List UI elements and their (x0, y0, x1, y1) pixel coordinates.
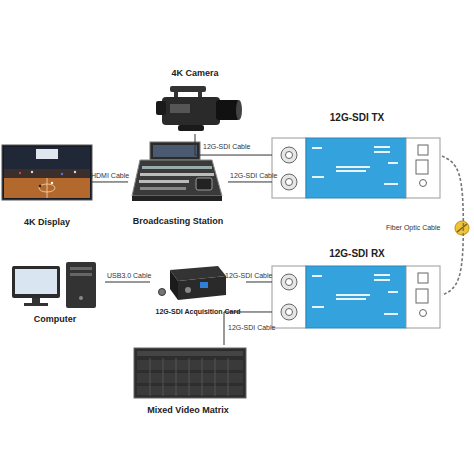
device-node: Broadcasting Station (128, 140, 228, 226)
sdi-cable (105, 282, 150, 283)
fiber-connector-symbol (455, 221, 469, 235)
computer-illustration (12, 262, 96, 308)
device-node: 4K Display (2, 145, 92, 227)
node-label: 4K Camera (171, 68, 218, 78)
capture-card-illustration (159, 266, 227, 300)
device-node: 12G-SDI TX (272, 112, 442, 200)
node-label: 4K Display (24, 217, 70, 227)
node-label: Computer (34, 314, 77, 324)
device-node: 12G-SDI Acquisition Card (150, 260, 246, 316)
cable-label: Fiber Optic Cable (386, 224, 440, 231)
cable-label: 12G-SDI Cable (225, 272, 272, 279)
device-node: Computer (5, 260, 105, 324)
sdi-cable (246, 281, 272, 282)
cable-label: HDMI Cable (91, 172, 129, 179)
device-node: 12G-SDI RX (272, 248, 442, 334)
cable-label: USB3.0 Cable (107, 272, 151, 279)
sdi-cable (92, 181, 128, 182)
tx-converter-illustration (272, 138, 440, 198)
camera-illustration (156, 86, 242, 131)
node-label: 12G-SDI Acquisition Card (156, 308, 241, 316)
node-label: Broadcasting Station (133, 216, 224, 226)
switcher-illustration (132, 142, 222, 201)
node-label: 12G-SDI RX (329, 248, 385, 260)
cable-label: 12G-SDI Cable (203, 143, 250, 150)
display-illustration (2, 145, 92, 200)
sdi-cable (195, 134, 272, 155)
node-label: 12G-SDI TX (330, 112, 384, 124)
sdi-cable (228, 181, 272, 182)
device-node: 4K Camera (150, 68, 240, 134)
device-node: Mixed Video Matrix (128, 345, 248, 415)
matrix-illustration (134, 348, 246, 398)
fiber-cable (442, 156, 463, 295)
cable-label: 12G-SDI Cable (230, 172, 277, 179)
rx-converter-illustration (272, 266, 440, 328)
node-label: Mixed Video Matrix (147, 405, 228, 415)
cable-label: 12G-SDI Cable (228, 324, 275, 331)
